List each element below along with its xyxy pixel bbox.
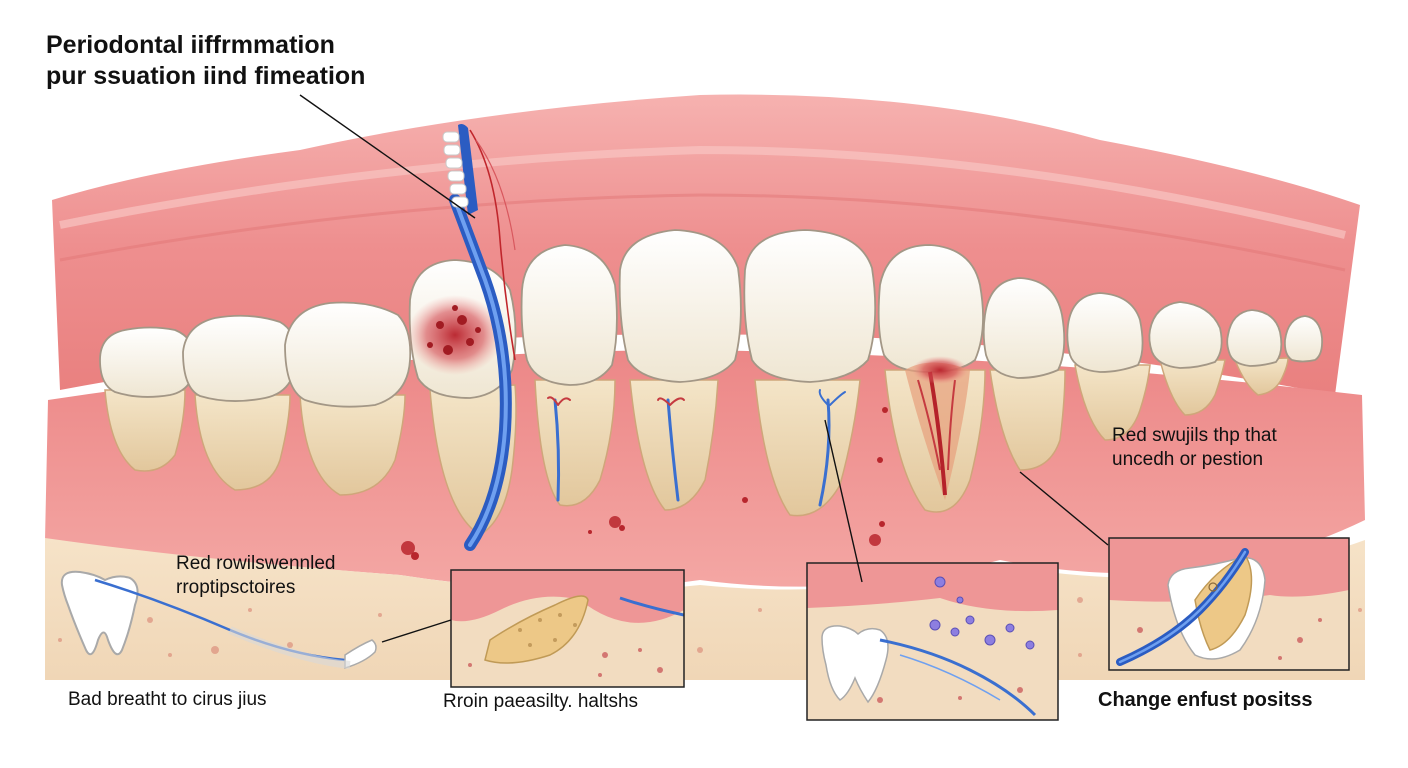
title-line-1: Periodontal iiffrmmation — [46, 31, 335, 59]
caption-bad-breath: Bad breatht to cirus jius — [68, 689, 267, 710]
callout-red-swelling-line-2: uncedh or pestion — [1112, 448, 1264, 470]
caption-root-panel: Rroin paeasilty. haltshs — [443, 691, 639, 712]
callout-red-swollen-line-1: Red rowilswennled — [176, 553, 336, 574]
bone-speckles — [58, 597, 1362, 657]
position-change-panel-inset — [1108, 537, 1350, 671]
inflammation-spots — [401, 407, 888, 560]
callout-red-swollen: Red rowilswennled rroptipsctoires — [176, 552, 335, 600]
inflamed-tooth-right — [905, 356, 970, 500]
title-line-2: pur ssuation iind fimeation — [46, 62, 366, 91]
callout-red-swelling: Red swujils thp that uncedh or pestion — [1112, 424, 1277, 472]
tooth-icon — [60, 570, 139, 656]
toothbrush-icon — [442, 124, 516, 551]
root-panel-inset — [450, 569, 685, 688]
nerve-icon — [547, 389, 846, 507]
callout-red-swollen-line-2: rroptipsctoires — [176, 576, 296, 598]
callout-red-swelling-line-1: Red swujils thp that — [1112, 425, 1277, 446]
page-title: Periodontal iiffrmmation pur ssuation ii… — [46, 30, 365, 93]
bacteria-panel-inset — [806, 562, 1059, 721]
inflamed-tooth-left — [407, 295, 503, 375]
leader-lines — [299, 94, 1109, 643]
caption-change-position: Change enfust positss — [1098, 689, 1313, 711]
floss-wand — [94, 578, 377, 670]
